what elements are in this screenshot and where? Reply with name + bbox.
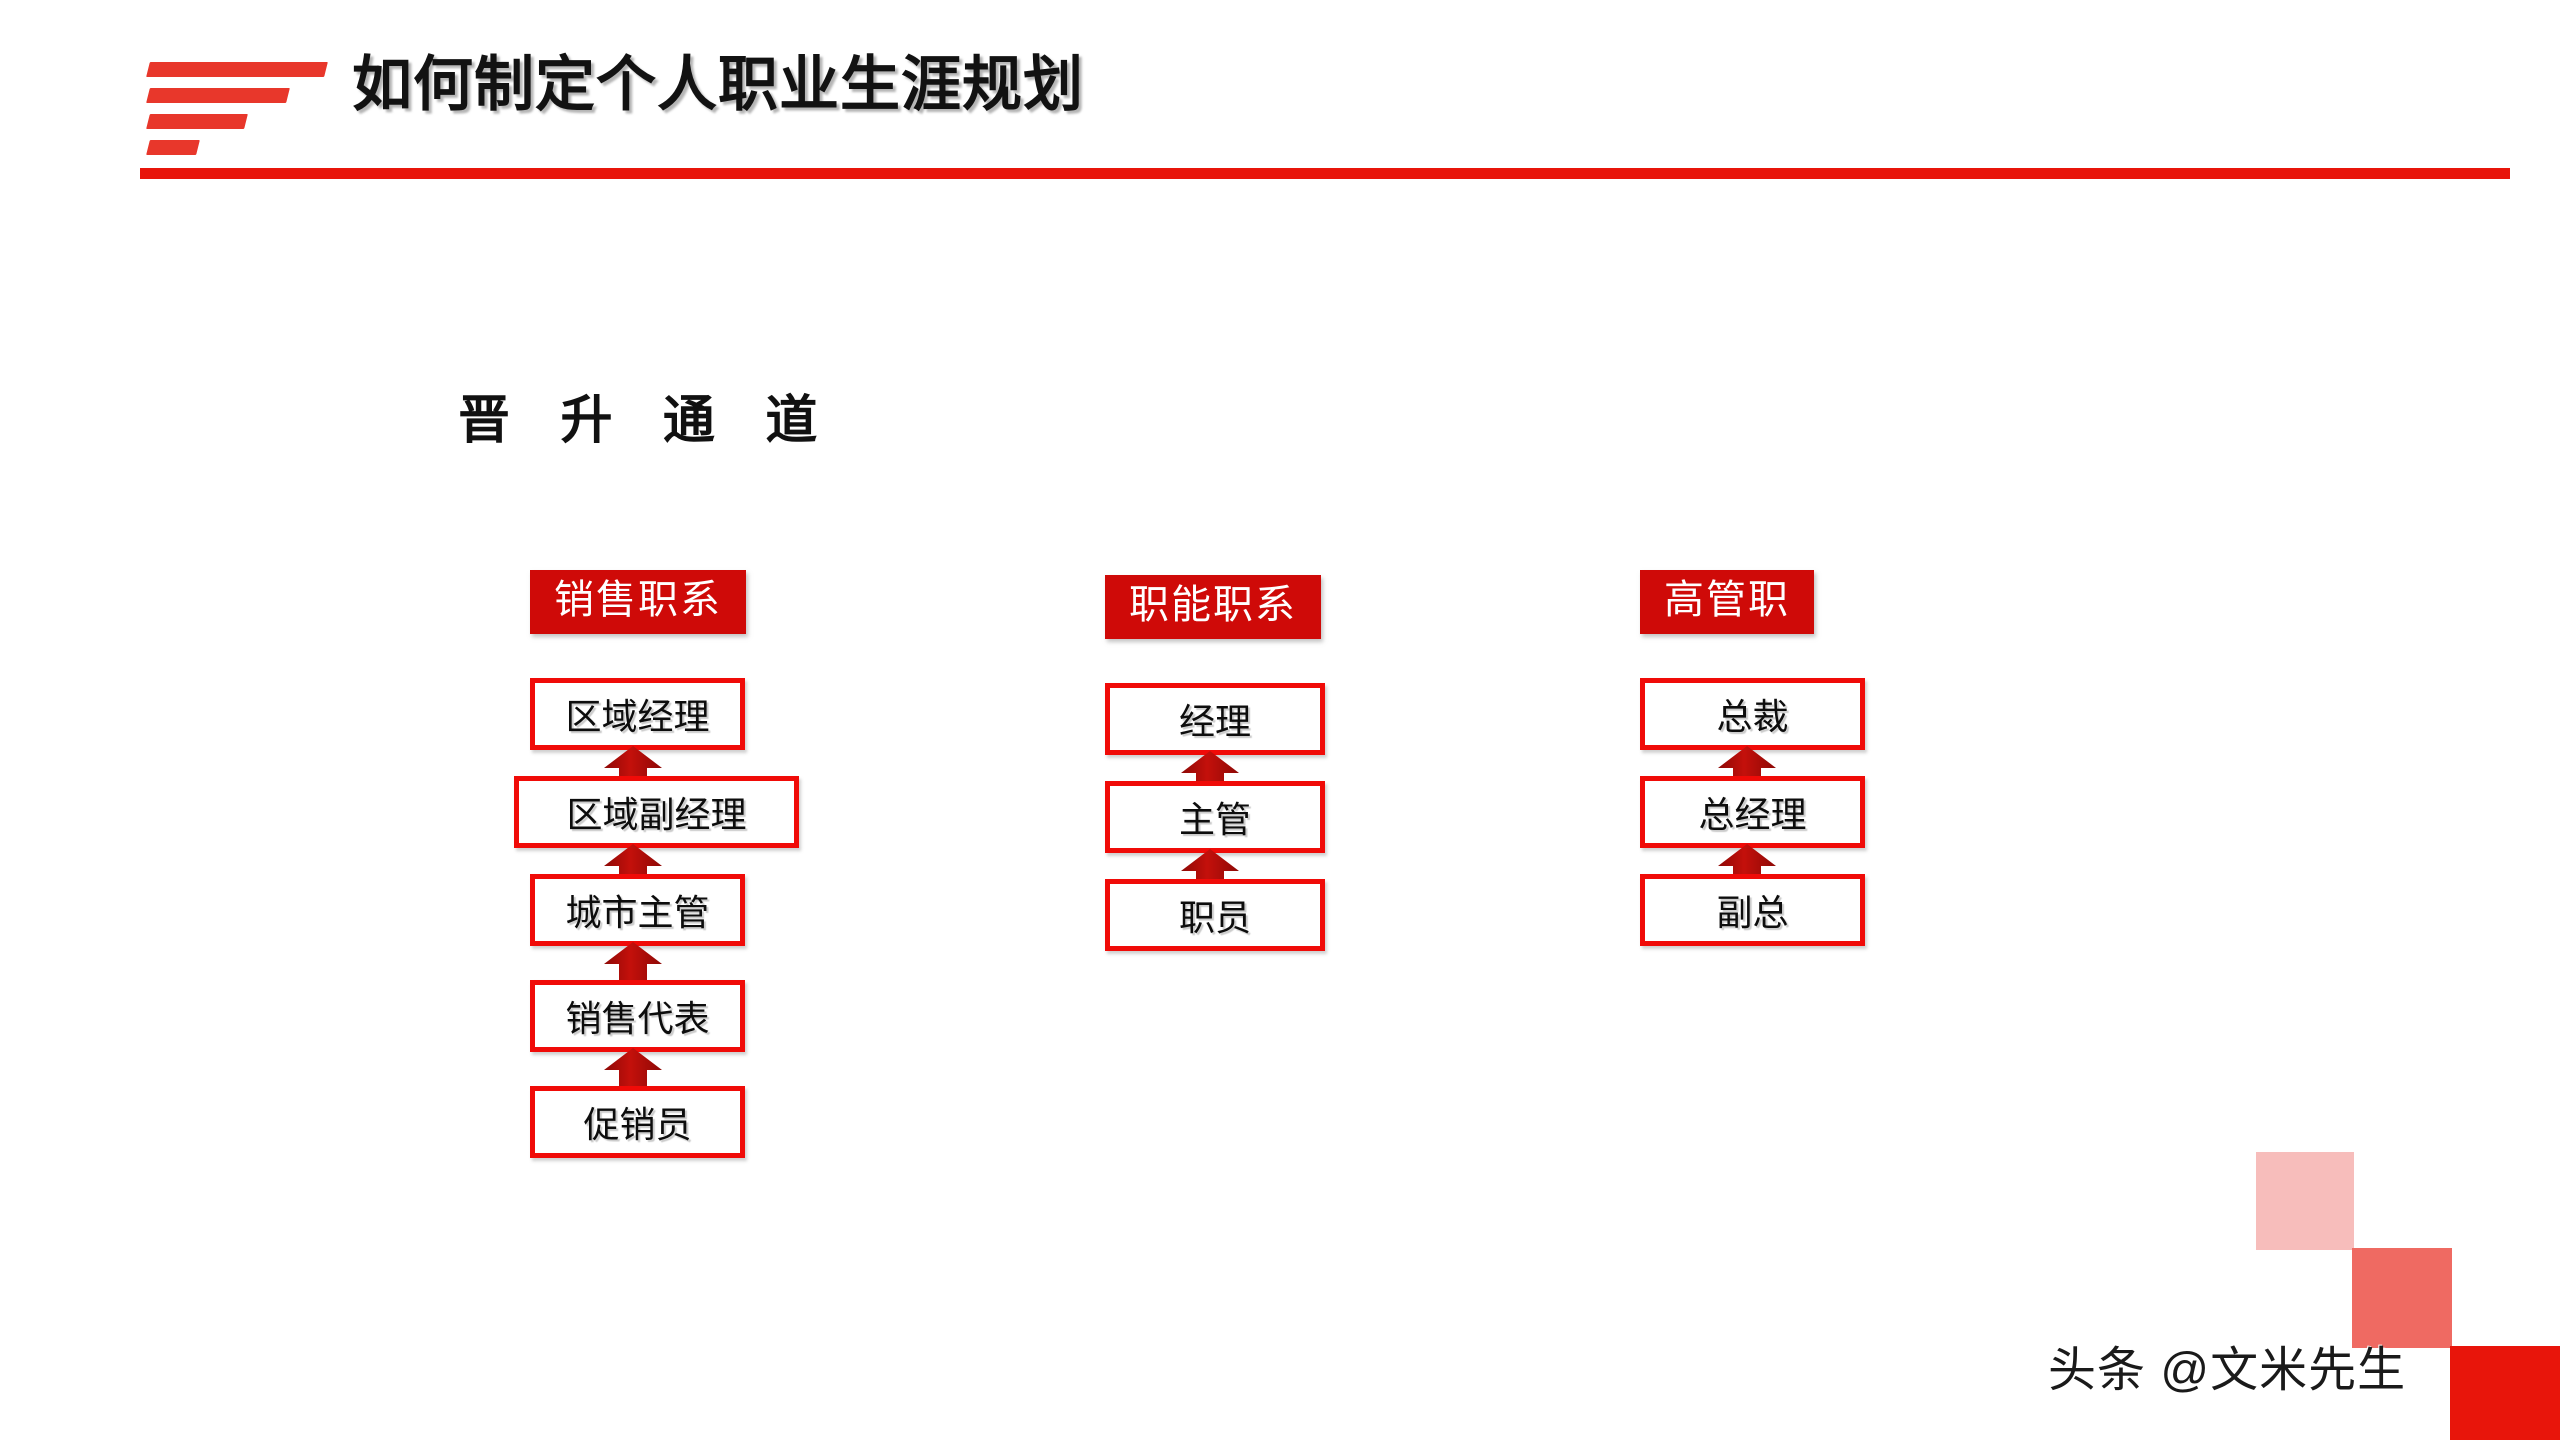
arrow-up-icon	[1716, 842, 1778, 888]
step-box-sales-4[interactable]: 促销员	[530, 1086, 745, 1158]
step-row: 总经理	[1640, 776, 1865, 848]
step-row: 副总	[1640, 874, 1865, 946]
step-box-function-0[interactable]: 经理	[1105, 683, 1325, 755]
section-title: 晋 升 通 道	[458, 392, 836, 450]
page-title: 如何制定个人职业生涯规划	[352, 51, 1084, 118]
ladder-steps-exec: 总裁 总经理 副总	[1640, 678, 1865, 946]
arrow-up-icon	[602, 1046, 664, 1092]
step-label: 销售代表	[565, 998, 710, 1039]
arrow-gap	[1105, 751, 1325, 795]
step-row: 职员	[1105, 879, 1325, 951]
step-label: 总裁	[1716, 696, 1789, 737]
step-row: 总裁	[1640, 678, 1865, 750]
career-column-sales: 销售职系 区域经理 区域副经理 城市主管	[514, 570, 799, 1158]
speed-bars-logo-icon	[146, 62, 338, 155]
step-label: 经理	[1178, 701, 1251, 742]
ladder-steps-sales: 区域经理 区域副经理 城市主管	[514, 678, 799, 1158]
step-label: 区域副经理	[566, 794, 747, 835]
logo-bar-1	[146, 62, 328, 77]
step-box-sales-2[interactable]: 城市主管	[530, 874, 745, 946]
arrow-gap	[530, 942, 799, 986]
arrow-up-icon	[1716, 744, 1778, 790]
watermark-text: 头条 @文米先生	[2048, 1344, 2407, 1397]
step-box-exec-1[interactable]: 总经理	[1640, 776, 1865, 848]
arrow-up-icon	[602, 744, 664, 790]
step-row: 城市主管	[530, 874, 799, 946]
logo-bar-2	[146, 88, 290, 103]
ladder-steps-function: 经理 主管 职员	[1105, 683, 1325, 951]
step-label: 副总	[1716, 892, 1789, 933]
header-divider	[140, 168, 2510, 179]
step-label: 总经理	[1698, 794, 1807, 835]
career-column-exec: 高管职 总裁 总经理 副总	[1640, 570, 1865, 946]
arrow-gap	[1640, 746, 1865, 790]
column-header-function: 职能职系	[1105, 575, 1321, 639]
arrow-up-icon	[1179, 749, 1241, 795]
step-box-sales-3[interactable]: 销售代表	[530, 980, 745, 1052]
logo-bar-3	[146, 114, 248, 129]
arrow-gap	[530, 746, 799, 790]
arrow-gap	[1105, 849, 1325, 893]
step-box-function-2[interactable]: 职员	[1105, 879, 1325, 951]
step-row: 区域经理	[530, 678, 799, 750]
logo-bar-4	[146, 140, 200, 155]
step-box-function-1[interactable]: 主管	[1105, 781, 1325, 853]
arrow-gap	[530, 844, 799, 888]
column-header-exec: 高管职	[1640, 570, 1814, 634]
step-row: 区域副经理	[514, 776, 799, 848]
decor-square-light	[2256, 1152, 2354, 1250]
decor-square-mid	[2352, 1248, 2452, 1348]
step-label: 城市主管	[565, 892, 710, 933]
step-label: 主管	[1178, 799, 1251, 840]
decor-square-dark	[2450, 1346, 2560, 1440]
step-row: 促销员	[530, 1086, 799, 1158]
slide-header: 如何制定个人职业生涯规划	[0, 0, 2560, 180]
step-box-exec-2[interactable]: 副总	[1640, 874, 1865, 946]
corner-decoration	[2256, 1152, 2560, 1440]
step-box-sales-1[interactable]: 区域副经理	[514, 776, 799, 848]
column-header-sales: 销售职系	[530, 570, 746, 634]
arrow-gap	[1640, 844, 1865, 888]
step-label: 职员	[1178, 897, 1251, 938]
step-label: 区域经理	[565, 696, 710, 737]
career-column-function: 职能职系 经理 主管 职员	[1105, 575, 1325, 951]
step-row: 主管	[1105, 781, 1325, 853]
step-box-sales-0[interactable]: 区域经理	[530, 678, 745, 750]
arrow-up-icon	[1179, 847, 1241, 893]
arrow-up-icon	[602, 842, 664, 888]
step-row: 经理	[1105, 683, 1325, 755]
arrow-gap	[530, 1048, 799, 1092]
step-row: 销售代表	[530, 980, 799, 1052]
step-label: 促销员	[583, 1104, 692, 1145]
step-box-exec-0[interactable]: 总裁	[1640, 678, 1865, 750]
arrow-up-icon	[602, 940, 664, 986]
